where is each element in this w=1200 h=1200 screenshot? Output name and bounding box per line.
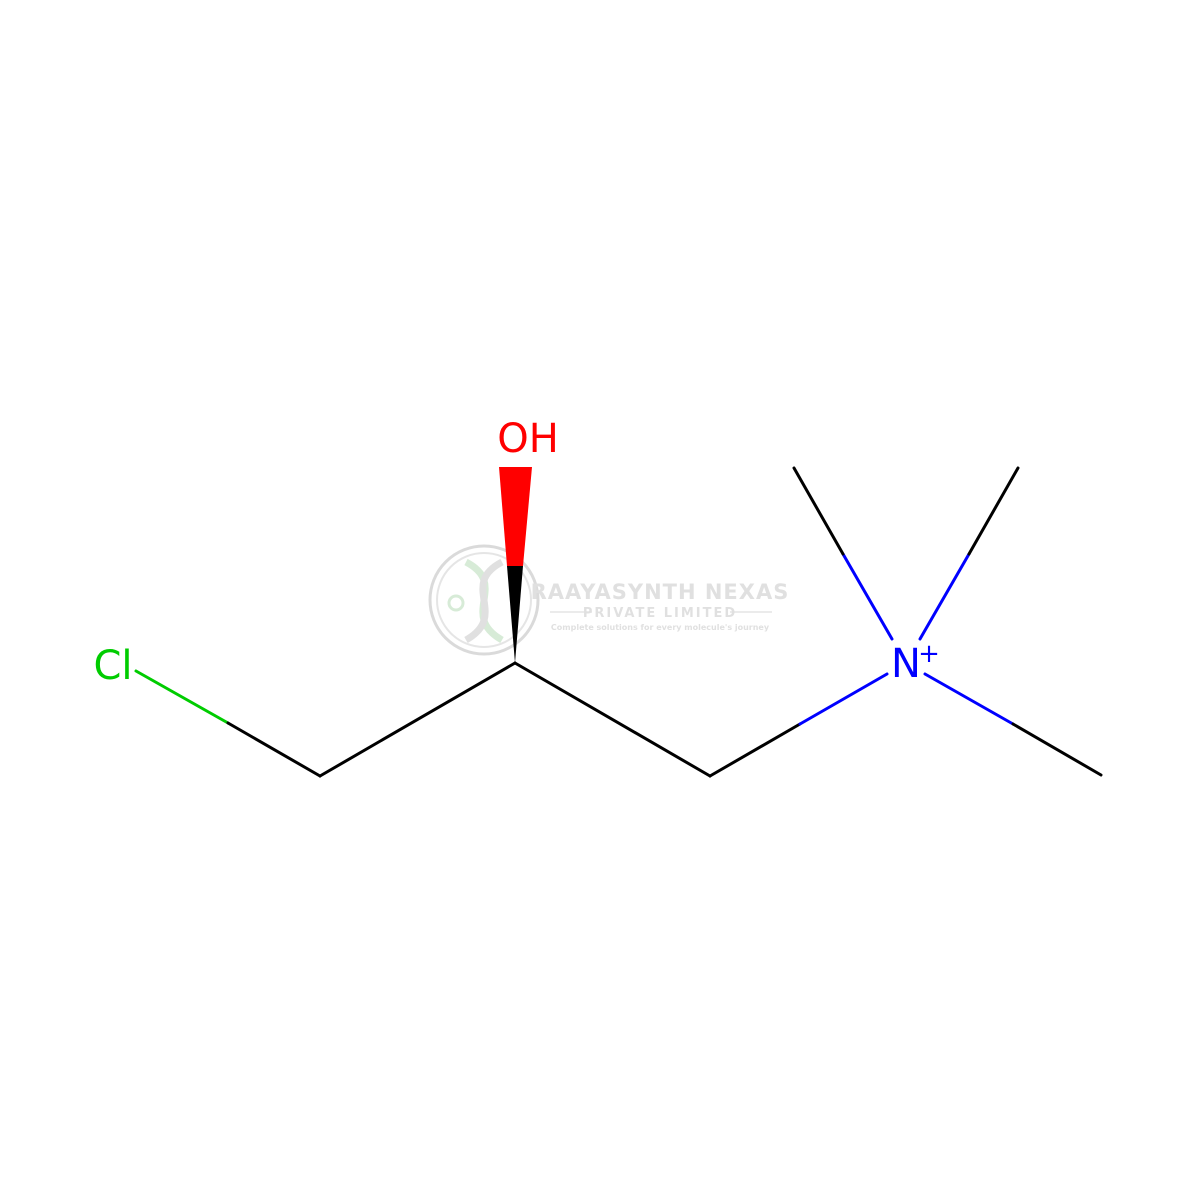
wedge-black-part [507,566,523,663]
atom-label-chlorine: Cl [93,643,132,689]
watermark-tagline: Complete solutions for every molecule's … [551,623,770,632]
watermark: RAAYASYNTH NEXAS PRIVATE LIMITED Complet… [428,544,790,656]
atom-charge-nitrogen: + [918,639,940,669]
bond-c3-n-blue [798,672,889,726]
wedge-red-part [499,467,532,566]
bond-cl-c1-green [134,669,230,725]
bond-n-methyl3-black [1011,722,1103,777]
bond-c3-n-black [708,722,802,778]
bond-c1-c2 [318,661,517,778]
bond-n-methyl1-black [792,466,845,556]
bond-cl-c1-black [226,721,322,778]
wedge-bond-c2-oh [499,467,532,663]
watermark-company-name: RAAYASYNTH NEXAS [531,580,790,604]
bond-n-methyl2-black [967,466,1020,556]
bond-c2-c3 [513,661,712,778]
bond-n-methyl3-blue [923,672,1015,726]
watermark-company-subtitle: PRIVATE LIMITED [583,606,737,621]
bonds [134,466,1103,778]
bond-n-methyl2-blue [918,552,971,641]
bond-n-methyl1-blue [841,552,894,641]
atom-label-nitrogen: N [891,641,921,687]
dna-helix-logo-icon [428,544,540,656]
atom-label-hydroxyl: OH [497,416,559,462]
